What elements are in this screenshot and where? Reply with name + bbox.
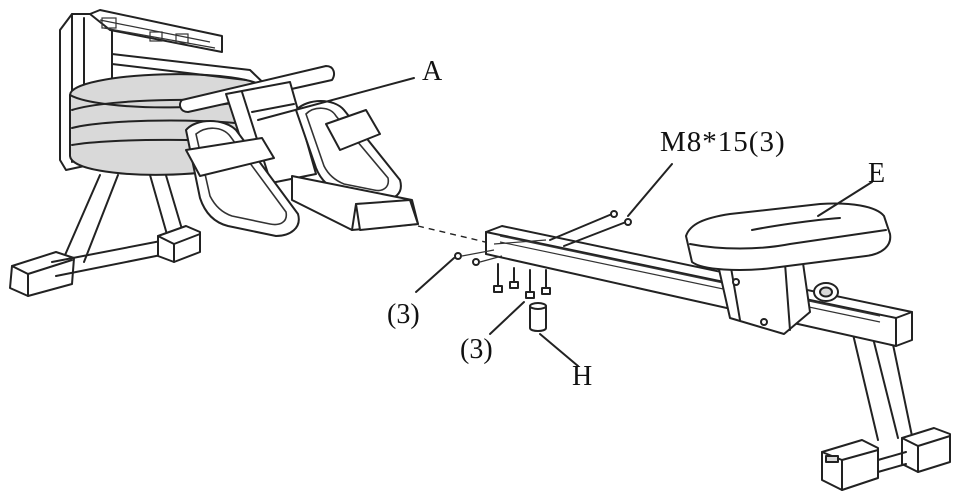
leader-line-qty-side	[415, 257, 455, 293]
leader-line-a	[257, 77, 415, 121]
leader-line-e	[817, 181, 873, 217]
leader-line-bolt-spec	[627, 163, 673, 217]
part-h-cap	[529, 302, 547, 332]
leader-lines	[257, 77, 873, 367]
quantity-label-bottom: (3)	[460, 334, 493, 365]
front-unit	[9, 9, 419, 297]
part-label-e: E	[868, 158, 886, 189]
rear-rail-unit	[485, 202, 951, 491]
part-label-h: H	[572, 361, 593, 392]
bolt-set-bottom	[493, 263, 551, 299]
quantity-label-side: (3)	[387, 299, 420, 330]
bolt-set-top	[493, 210, 632, 247]
leader-line-h	[539, 333, 579, 367]
bolt-set-side	[454, 249, 503, 266]
leader-line-qty-bottom	[489, 301, 525, 335]
bolt-spec-label: M8*15(3)	[660, 126, 786, 158]
part-label-a: A	[422, 56, 443, 87]
